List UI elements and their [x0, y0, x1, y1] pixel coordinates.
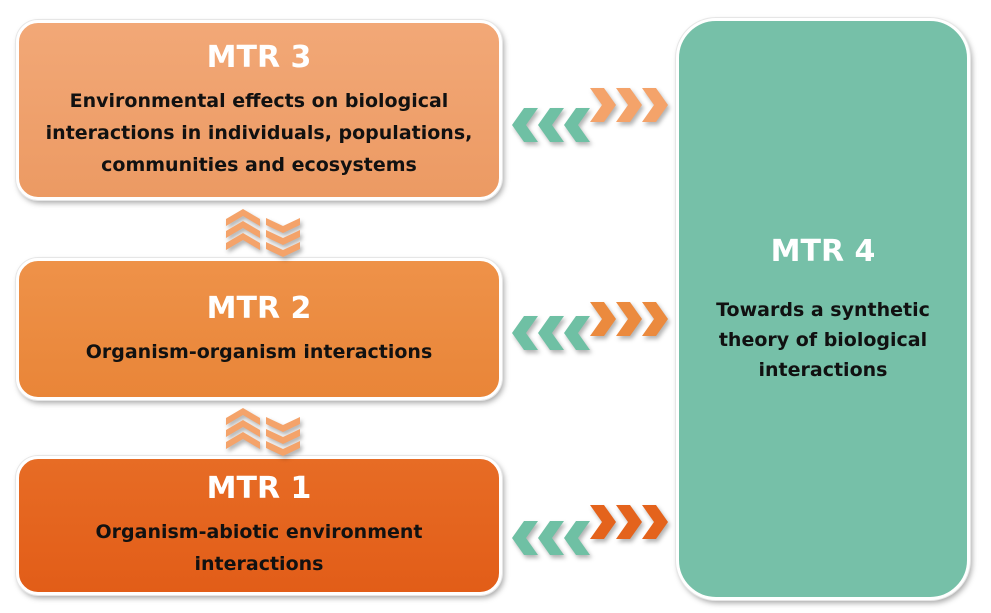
mtr2-description: Organism-organism interactions [86, 336, 433, 368]
mtr2-box: MTR 2 Organism-organism interactions [16, 258, 502, 400]
chevron-down-icon [266, 218, 300, 233]
mtr4-box: MTR 4 Towards a synthetic theory of biol… [676, 18, 970, 600]
desc-line: Organism-organism interactions [85, 340, 433, 363]
chevron-down-icon [266, 441, 300, 456]
chevron-right-icon [642, 88, 668, 122]
desc-line: interactions in individuals, populations… [45, 121, 473, 144]
chevron-left-icon [538, 108, 564, 142]
chevron-up-icon [226, 420, 260, 437]
right-arrows-mtr3 [590, 88, 668, 122]
mtr1-box: MTR 1 Organism-abiotic environment inter… [16, 456, 502, 595]
down-arrows-3-2 [266, 218, 300, 257]
desc-line: theory of biological [718, 328, 928, 351]
chevron-left-icon [564, 316, 590, 350]
chevron-up-icon [226, 408, 260, 425]
desc-line: Environmental effects on biological [69, 89, 449, 112]
chevron-right-icon [616, 88, 642, 122]
chevron-up-icon [226, 233, 260, 250]
chevron-right-icon [642, 302, 668, 336]
chevron-right-icon [590, 88, 616, 122]
desc-line: interactions [194, 553, 324, 575]
chevron-right-icon [590, 505, 616, 539]
mtr3-box: MTR 3 Environmental effects on biologica… [16, 20, 502, 200]
chevron-left-icon [512, 108, 538, 142]
chevron-right-icon [616, 302, 642, 336]
chevron-up-icon [226, 432, 260, 449]
right-arrows-mtr2 [590, 302, 668, 336]
mtr3-description: Environmental effects on biological inte… [46, 85, 473, 181]
desc-line: communities and ecosystems [101, 153, 417, 176]
mtr1-description: Organism-abiotic environment interaction… [96, 516, 423, 580]
chevron-left-icon [512, 316, 538, 350]
chevron-down-icon [266, 230, 300, 245]
mtr2-title: MTR 2 [206, 290, 312, 326]
mtr1-title: MTR 1 [206, 471, 312, 506]
mtr4-description: Towards a synthetic theory of biological… [716, 295, 930, 385]
chevron-right-icon [642, 505, 668, 539]
chevron-left-icon [564, 108, 590, 142]
chevron-down-icon [266, 242, 300, 257]
chevron-up-icon [226, 209, 260, 226]
desc-line: Organism-abiotic environment [95, 521, 423, 543]
chevron-right-icon [616, 505, 642, 539]
chevron-left-icon [538, 521, 564, 555]
mtr4-title: MTR 4 [770, 233, 876, 269]
left-arrows-mtr3 [512, 108, 590, 142]
desc-line: interactions [758, 358, 888, 381]
chevron-left-icon [564, 521, 590, 555]
chevron-up-icon [226, 221, 260, 238]
chevron-right-icon [590, 302, 616, 336]
chevron-down-icon [266, 429, 300, 444]
mtr3-title: MTR 3 [206, 39, 312, 75]
chevron-left-icon [512, 521, 538, 555]
right-arrows-mtr1 [590, 505, 668, 539]
left-arrows-mtr1 [512, 521, 590, 555]
left-arrows-mtr2 [512, 316, 590, 350]
chevron-left-icon [538, 316, 564, 350]
up-arrows-2-1 [226, 408, 260, 449]
chevron-down-icon [266, 417, 300, 432]
down-arrows-2-1 [266, 417, 300, 456]
up-arrows-3-2 [226, 209, 260, 250]
desc-line: Towards a synthetic [716, 298, 930, 321]
